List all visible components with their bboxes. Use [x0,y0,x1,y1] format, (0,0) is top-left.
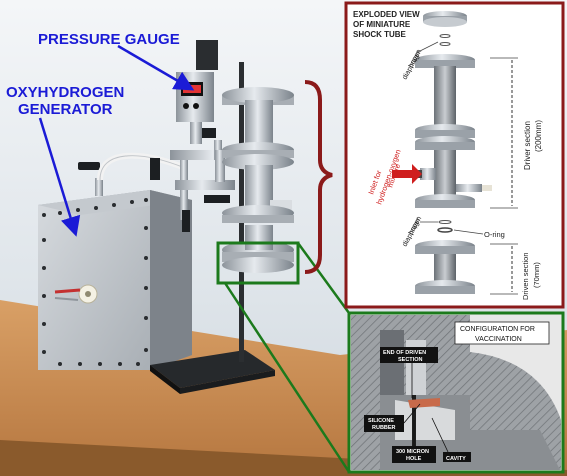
valve-manifold [150,128,265,232]
cavity-label: CAVITY [446,456,466,462]
zoom-connector-top [296,242,351,314]
end-of-driven-label-1: END OF DRIVEN [383,350,426,356]
driven-section-label-1: Driven section [521,252,530,300]
vaccination-panel: CONFIGURATION FOR VACCINATION END OF DRI… [347,311,565,474]
inlet-arrow [392,164,422,184]
config-label-line1: CONFIGURATION FOR [460,326,535,333]
silicone-label-1: SILICONE [368,418,394,424]
o-ring-label: O-ring [484,230,505,239]
exploded-view-panel: EXPLODED VIEW OF MINIATURE SHOCK TUBE [344,1,565,309]
exploded-view-title-line3: SHOCK TUBE [353,30,407,39]
exploded-view-title-line2: OF MINIATURE [353,20,411,29]
oxyhydrogen-arrow [38,117,81,237]
highlight-box-small [216,241,300,285]
micron-label-1: 300 MICRON [396,449,429,455]
pressure-gauge [176,40,218,144]
pressure-gauge-label: PRESSURE GAUGE [38,31,180,48]
oxyhydrogen-label-line2: GENERATOR [18,101,113,118]
driver-section-label-1: Driver section [523,121,532,170]
driven-section-label-2: (70mm) [532,262,541,288]
exploded-view-title-line1: EXPLODED VIEW [353,10,420,19]
zoom-connector-bottom [223,282,351,473]
config-label-line2: VACCINATION [475,336,522,343]
pressure-gauge-arrow [117,44,195,91]
shock-tube-assembly [222,87,294,273]
micron-label-2: HOLE [406,456,422,462]
oxyhydrogen-label-line1: OXYHYDROGEN [6,84,124,101]
end-of-driven-label-2: SECTION [398,357,422,363]
driver-section-label-2: (200mm) [534,120,543,152]
silicone-label-2: RUBBER [372,425,396,431]
oxyhydrogen-generator [38,162,192,370]
red-bracket [304,80,333,274]
